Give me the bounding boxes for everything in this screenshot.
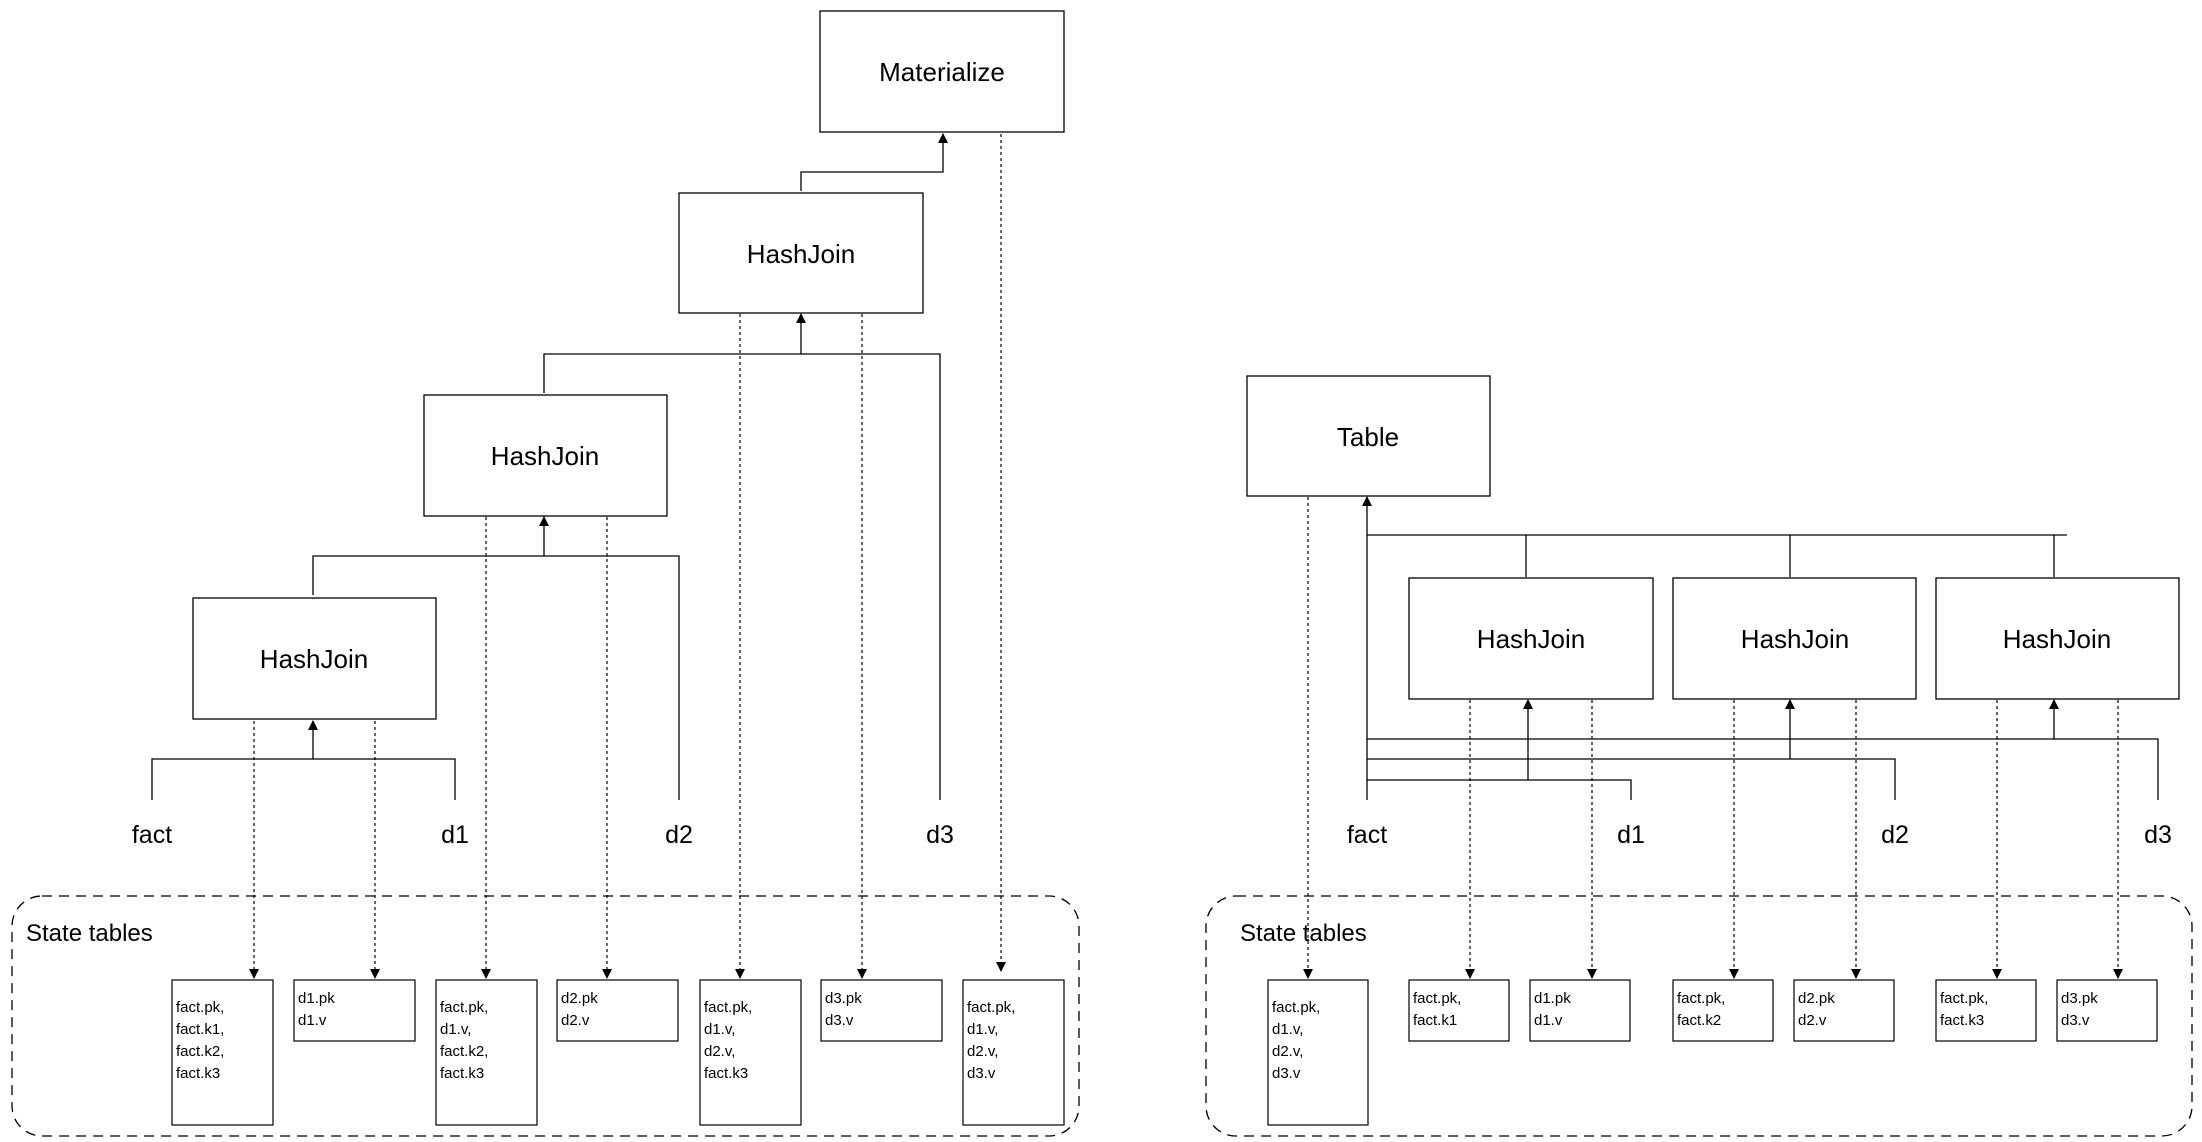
- right-source-d3: d3: [2144, 821, 2172, 849]
- left-state-table-1-text: fact.pk, fact.k1, fact.k2, fact.k3: [176, 999, 229, 1082]
- source-d3: d3: [926, 821, 954, 849]
- hashjoin-2-box: [423, 394, 668, 517]
- table-box: [1246, 375, 1491, 497]
- left-state-table-3-text: fact.pk, d1.v, fact.k2, fact.k3: [440, 999, 493, 1082]
- edge-hashjoin-2-d3-to-hashjoin-3: [543, 353, 941, 800]
- edge-hashjoin-3-to-materialize: [800, 133, 948, 191]
- right-source-fact: fact: [1347, 821, 1387, 849]
- hashjoin-3-label: HashJoin: [747, 239, 855, 269]
- right-hashjoin-2-label: HashJoin: [1741, 624, 1849, 654]
- hashjoin-2-label: HashJoin: [491, 441, 599, 471]
- edge-fact-to-hashjoin-3: [1367, 738, 2159, 800]
- right-state-table-7-text: d3.pk d3.v: [2061, 990, 2102, 1029]
- left-state-table-4: [556, 979, 679, 1042]
- materialize-label: Materialize: [879, 57, 1005, 87]
- right-state-table-5: [1793, 979, 1895, 1042]
- table-label: Table: [1337, 422, 1399, 452]
- right-state-table-2: [1408, 979, 1510, 1042]
- materialize-box: [819, 10, 1065, 133]
- left-state-table-6-text: d3.pk d3.v: [825, 990, 866, 1029]
- right-state-table-3: [1529, 979, 1631, 1042]
- right-state-table-6: [1935, 979, 2037, 1042]
- edge-hashjoin-1-d2-to-hashjoin-2: [312, 555, 680, 800]
- right-state-table-4-text: fact.pk, fact.k2: [1677, 990, 1730, 1029]
- right-state-table-3-text: d1.pk d1.v: [1534, 990, 1575, 1029]
- left-state-table-7: [962, 979, 1065, 1126]
- edge-table-bus: [1367, 534, 2067, 577]
- source-d1: d1: [441, 821, 469, 849]
- left-state-table-5-text: fact.pk, d1.v, d2.v, fact.k3: [704, 999, 757, 1082]
- right-diagram: State tables Table HashJoin HashJoin Has…: [1205, 375, 2193, 1137]
- right-state-table-7: [2056, 979, 2158, 1042]
- right-source-d1: d1: [1617, 821, 1645, 849]
- right-hashjoin-3-box: [1935, 577, 2180, 700]
- source-fact: fact: [132, 821, 172, 849]
- right-state-table-4: [1672, 979, 1774, 1042]
- left-state-table-1: [171, 979, 274, 1126]
- left-state-label: State tables: [26, 920, 153, 947]
- right-state-table-5-text: d2.pk d2.v: [1798, 990, 1839, 1029]
- right-hashjoin-1-box: [1408, 577, 1654, 700]
- left-state-table-2-text: d1.pk d1.v: [298, 990, 339, 1029]
- left-state-table-2: [293, 979, 416, 1042]
- right-state-table-1: [1267, 979, 1369, 1126]
- left-state-region: [11, 895, 1080, 1137]
- right-state-table-2-text: fact.pk, fact.k1: [1413, 990, 1466, 1029]
- left-state-table-6: [820, 979, 943, 1042]
- right-hashjoin-1-label: HashJoin: [1477, 624, 1585, 654]
- hashjoin-3-box: [678, 192, 924, 314]
- left-state-table-7-text: fact.pk, d1.v, d2.v, d3.v: [967, 999, 1020, 1082]
- right-source-d2: d2: [1881, 821, 1909, 849]
- source-d2: d2: [665, 821, 693, 849]
- edge-fact-to-hashjoin-1: [1367, 779, 1632, 800]
- left-state-table-4-text: d2.pk d2.v: [561, 990, 602, 1029]
- right-state-table-1-text: fact.pk, d1.v, d2.v, d3.v: [1272, 999, 1325, 1082]
- left-state-table-3: [435, 979, 538, 1126]
- right-state-label: State tables: [1240, 920, 1367, 947]
- right-state-table-6-text: fact.pk, fact.k3: [1940, 990, 1993, 1029]
- hashjoin-1-box: [192, 597, 437, 720]
- right-state-region: [1205, 895, 2193, 1137]
- edge-fact-to-hashjoin-2: [1367, 758, 1896, 800]
- left-diagram: State tables Materialize HashJoin HashJo…: [11, 10, 1080, 1137]
- right-hashjoin-2-box: [1672, 577, 1917, 700]
- hashjoin-1-label: HashJoin: [260, 644, 368, 674]
- right-hashjoin-3-label: HashJoin: [2003, 624, 2111, 654]
- left-state-table-5: [699, 979, 802, 1126]
- edge-fact-d1-to-hashjoin-1: [151, 758, 456, 800]
